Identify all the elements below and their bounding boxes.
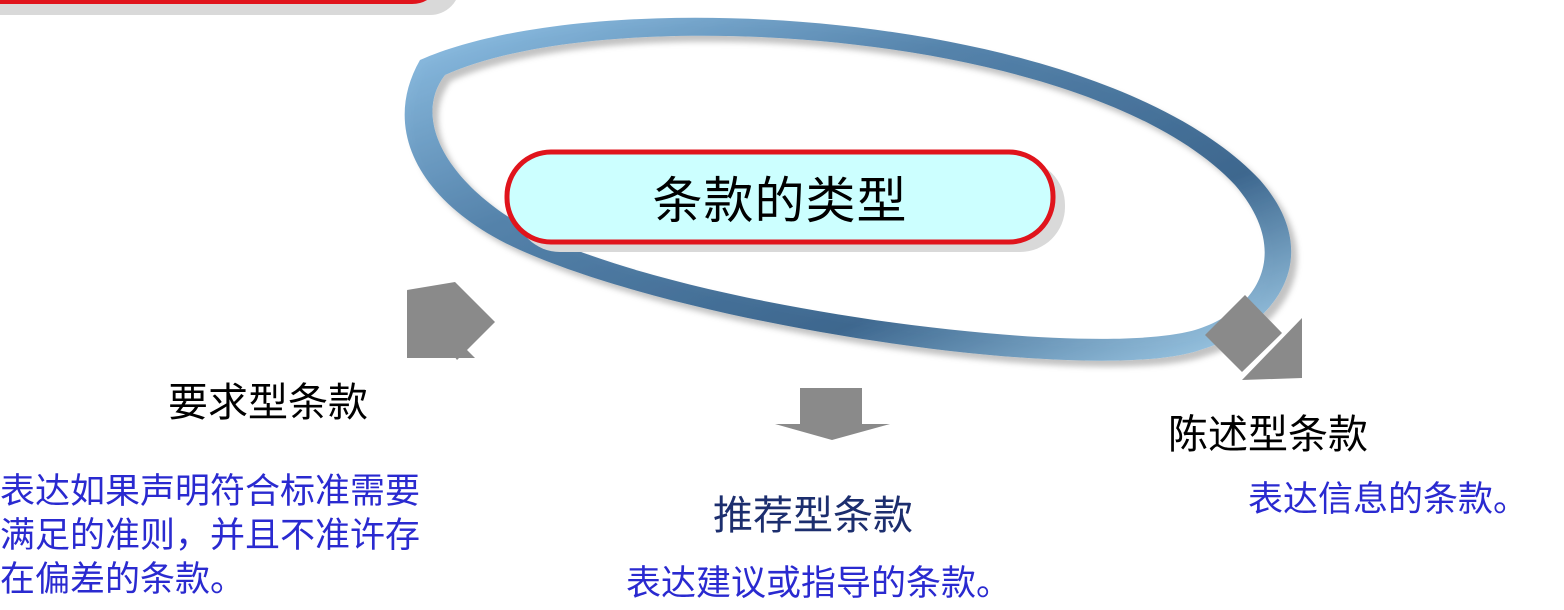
top-left-partial-box bbox=[0, 0, 456, 15]
description-line: 表达信息的条款。 bbox=[1248, 480, 1529, 520]
arrow-left bbox=[407, 282, 495, 360]
description-line: 表达如果声明符合标准需要 bbox=[0, 472, 421, 512]
description-line: 在偏差的条款。 bbox=[0, 560, 246, 600]
heading-requirement: 要求型条款 bbox=[168, 380, 368, 426]
description-statement: 表达信息的条款。 bbox=[1248, 478, 1564, 522]
ribbon-ring bbox=[404, 17, 1292, 361]
description-recommendation: 表达建议或指导的条款。 bbox=[626, 562, 1106, 606]
center-box bbox=[504, 149, 1065, 252]
description-requirement: 表达如果声明符合标准需要 满足的准则，并且不准许存 在偏差的条款。 bbox=[0, 470, 560, 602]
arrow-right bbox=[1205, 295, 1302, 380]
arrow-middle bbox=[775, 388, 890, 440]
heading-statement: 陈述型条款 bbox=[1168, 412, 1368, 458]
description-line: 满足的准则，并且不准许存 bbox=[0, 516, 421, 556]
center-title: 条款的类型 bbox=[652, 172, 908, 230]
description-line: 表达建议或指导的条款。 bbox=[626, 564, 1012, 604]
heading-recommendation: 推荐型条款 bbox=[713, 493, 913, 539]
